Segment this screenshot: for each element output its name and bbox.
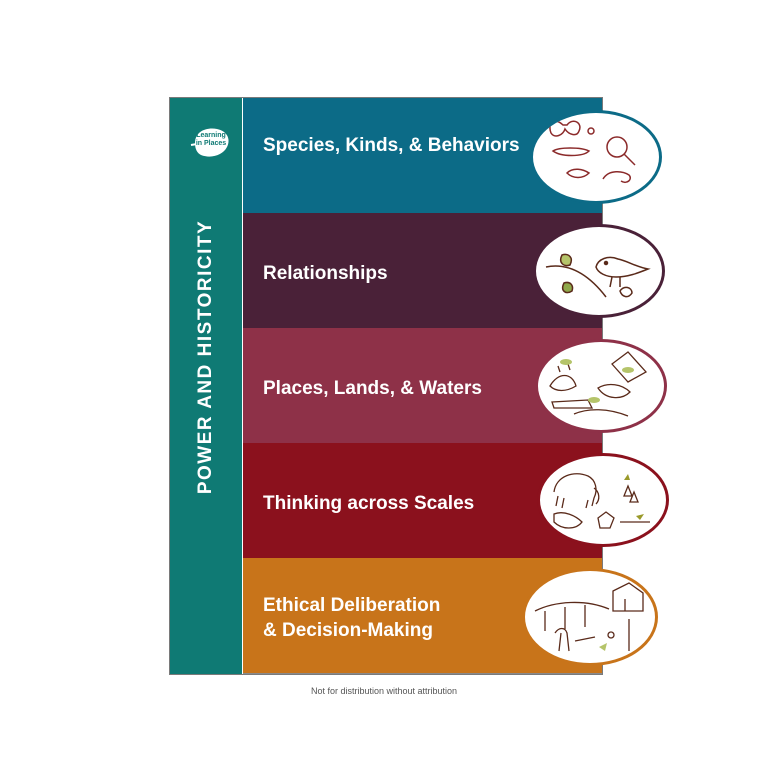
mammoth-and-map-sketch-icon [537, 453, 669, 547]
band-label: Thinking across Scales [263, 493, 475, 514]
leaf-logo-icon [190, 128, 229, 157]
power-historicity-bar [170, 98, 242, 674]
band-label: Ethical Deliberation & Decision-Making [263, 595, 441, 641]
learning-in-places-logo: Learning in Places [189, 125, 233, 161]
band-label: Relationships [263, 263, 388, 284]
landscape-map-sketch-icon [535, 339, 667, 433]
side-title: POWER AND HISTORICITY [195, 219, 216, 495]
band-label: Places, Lands, & Waters [263, 378, 482, 399]
band-label: Species, Kinds, & Behaviors [263, 135, 520, 156]
field-scene-sketch-icon [522, 568, 658, 666]
bird-and-plant-sketch-icon [533, 224, 665, 318]
insects-sketch-icon [530, 110, 662, 204]
attribution-note: Not for distribution without attribution [310, 686, 458, 696]
